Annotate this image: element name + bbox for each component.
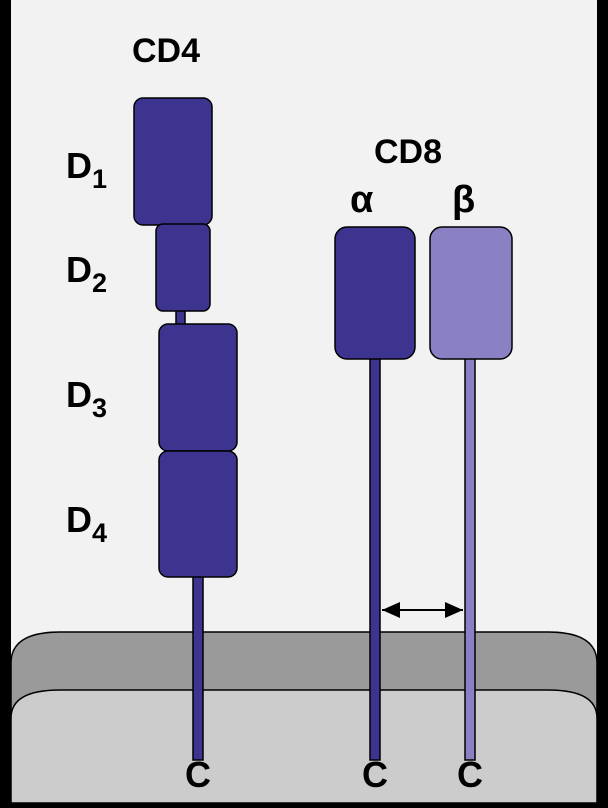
cd4-domain-label-d1: D1 [66,145,107,194]
cd4-domain-label-d4: D4 [66,499,107,548]
cd8-alpha-symbol: α [350,179,373,221]
cd4-domain-d4 [158,450,238,578]
cd8-beta-stalk [464,355,476,761]
cd4-c-terminus-label: C [185,754,211,795]
cd8-beta-domain [429,226,513,360]
cd8-beta-symbol: β [452,179,475,221]
cd4-domain-label-d2: D2 [66,249,107,298]
cd8-title: CD8 [374,133,442,171]
cd4-transmembrane-stalk [192,573,204,761]
cd8-alpha-c-terminus-label: C [362,754,388,795]
cd8-alpha-stalk [369,355,381,761]
cd4-domain-d3 [158,323,238,452]
cd4-domain-label-d3: D3 [66,374,107,423]
cd8-alpha-domain [334,226,416,360]
cd4-domain-d1 [133,97,213,226]
membrane-inner-layer [10,689,598,804]
cd8-beta-c-terminus-label: C [457,754,483,795]
cd4-title: CD4 [132,32,200,70]
cd4-domain-d2 [155,223,211,312]
